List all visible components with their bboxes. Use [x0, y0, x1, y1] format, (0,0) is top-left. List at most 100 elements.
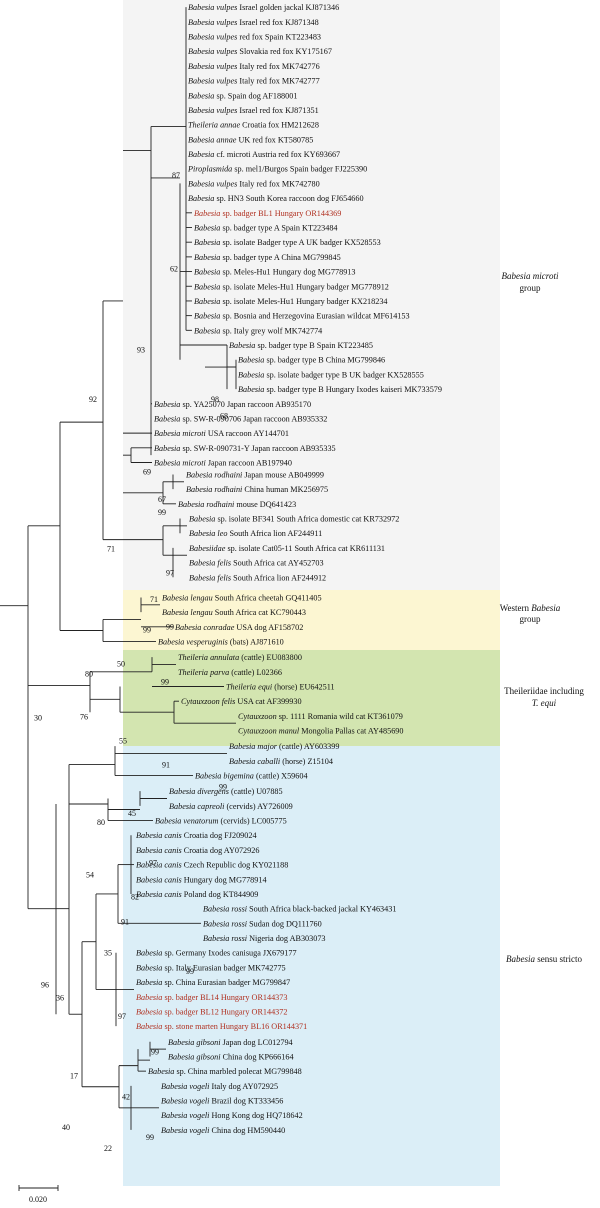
bootstrap-value: 99 — [166, 623, 174, 632]
bootstrap-value: 36 — [56, 993, 64, 1002]
bootstrap-value: 91 — [121, 917, 129, 926]
tip-label: Babesia vogeli Brazil dog KT333456 — [161, 1097, 283, 1106]
bootstrap-value: 99 — [151, 1048, 159, 1057]
tip-label: Babesia conradae USA dog AF158702 — [175, 623, 303, 632]
tip-label: Babesia sp. Germany Ixodes canisuga JX67… — [136, 949, 297, 958]
tip-label: Babesia venatorum (cervids) LC005775 — [155, 817, 287, 826]
bootstrap-value: 96 — [41, 981, 49, 990]
tip-label: Babesiidae sp. isolate Cat05-11 South Af… — [189, 544, 385, 553]
tip-label: Babesia sp. SW-R-090706 Japan raccoon AB… — [154, 414, 327, 423]
bootstrap-value: 93 — [137, 345, 145, 354]
bootstrap-value: 99 — [146, 1133, 154, 1142]
band-theileriidae — [123, 650, 500, 746]
tip-label: Babesia felis South Africa cat AY452703 — [189, 559, 324, 568]
bootstrap-value: 69 — [143, 467, 151, 476]
tip-label: Babesia vulpes Italy red fox MK742776 — [188, 62, 320, 71]
tip-label: Babesia canis Poland dog KT844909 — [136, 890, 258, 899]
tip-label: Babesia sp. SW-R-090731-Y Japan raccoon … — [154, 444, 336, 453]
bootstrap-value: 80 — [85, 669, 93, 678]
tip-label: Babesia sp. China Eurasian badger MG7998… — [136, 978, 290, 987]
scale-bar: 0.020 — [18, 1185, 59, 1204]
tree-edges — [0, 7, 237, 1130]
tip-label: Babesia sp. badger BL12 Hungary OR144372 — [136, 1007, 287, 1016]
group-label-sensu-stricto: Babesia sensu stricto — [506, 954, 582, 964]
tip-label: Babesia vulpes Slovakia red fox KY175167 — [188, 47, 332, 56]
bootstrap-value: 98 — [211, 395, 219, 404]
bootstrap-value: 45 — [128, 809, 136, 818]
tip-label: Babesia leo South Africa lion AF244911 — [189, 529, 322, 538]
tip-label: Babesia sp. badger type B China MG799846 — [238, 356, 385, 365]
tip-label: Babesia vulpes Israel golden jackal KJ87… — [188, 3, 339, 12]
tip-label: Babesia rossi South Africa black-backed … — [203, 905, 396, 914]
bootstrap-value: 71 — [150, 595, 158, 604]
tip-label: Babesia sp. badger type A China MG799845 — [194, 253, 341, 262]
bootstrap-value: 87 — [172, 171, 180, 180]
bootstrap-value: 80 — [97, 818, 105, 827]
bootstrap-value: 92 — [89, 395, 97, 404]
tip-label: Babesia sp. badger type A Spain KT223484 — [194, 224, 338, 233]
tip-label: Babesia sp. badger type B Hungary Ixodes… — [238, 385, 442, 394]
tip-label: Babesia annae UK red fox KT580785 — [188, 135, 313, 144]
tip-label: Theileria equi (horse) EU642511 — [226, 683, 335, 692]
tip-label: Babesia rodhaini China human MK256975 — [186, 485, 328, 494]
tip-label: Babesia sp. China marbled polecat MG7998… — [148, 1067, 302, 1076]
tip-label: Babesia lengau South Africa cheetah GQ41… — [162, 593, 322, 602]
tip-label: Babesia sp. HN3 South Korea raccoon dog … — [188, 194, 364, 203]
tip-label: Babesia sp. YA25070 Japan raccoon AB9351… — [154, 400, 311, 409]
tip-label: Babesia vulpes Israel red fox KJ871351 — [188, 106, 319, 115]
tip-label: Babesia rossi Sudan dog DQ111760 — [203, 919, 322, 928]
tip-label: Babesia caballi (horse) Z15104 — [229, 757, 333, 766]
tip-label: Babesia divergens (cattle) U07885 — [169, 787, 283, 796]
bootstrap-value: 97 — [118, 1012, 126, 1021]
tip-label: Babesia gibsoni China dog KP666164 — [168, 1052, 294, 1061]
tip-label: Theileria annae Croatia fox HM212628 — [188, 121, 319, 130]
tip-label: Babesia sp. badger BL14 Hungary OR144373 — [136, 993, 287, 1002]
tip-label: Babesia canis Croatia dog AY072926 — [136, 846, 259, 855]
tip-label: Theileria annulata (cattle) EU083800 — [178, 653, 302, 662]
tip-label: Babesia microti USA raccoon AY144701 — [154, 429, 289, 438]
tip-labels: Babesia vulpes Israel golden jackal KJ87… — [136, 3, 442, 1135]
tip-label: Theileria parva (cattle) L02366 — [178, 668, 282, 677]
group-label-theileriidae: Theileriidae including — [504, 686, 584, 696]
tip-label: Babesia sp. isolate Meles-Hu1 Hungary ba… — [194, 282, 389, 291]
bootstrap-value: 99 — [219, 782, 227, 791]
tip-label: Babesia capreoli (cervids) AY726009 — [169, 802, 293, 811]
tip-label: Cytauxzoon felis USA cat AF399930 — [181, 697, 302, 706]
bootstrap-value: 42 — [122, 1093, 130, 1102]
tip-label: Babesia canis Czech Republic dog KY02118… — [136, 861, 288, 870]
tip-label: Babesia vulpes Italy red fox MK742780 — [188, 179, 320, 188]
tip-label: Babesia lengau South Africa cat KC790443 — [162, 608, 306, 617]
tip-label: Babesia sp. stone marten Hungary BL16 OR… — [136, 1022, 307, 1031]
bootstrap-value: 68 — [220, 411, 228, 420]
tip-label: Babesia felis South Africa lion AF244912 — [189, 573, 326, 582]
tip-label: Babesia vesperuginis (bats) AJ871610 — [158, 638, 284, 647]
group-label-microti: group — [520, 283, 541, 293]
tip-label: Babesia rossi Nigeria dog AB303073 — [203, 934, 326, 943]
group-label-microti: Babesia microti — [502, 271, 559, 281]
tip-label: Babesia sp. isolate Meles-Hu1 Hungary ba… — [194, 297, 388, 306]
group-label-western: group — [520, 614, 541, 624]
bootstrap-value: 54 — [86, 870, 94, 879]
bootstrap-value: 76 — [80, 713, 88, 722]
tip-label: Babesia sp. badger type B Spain KT223485 — [229, 341, 373, 350]
scale-bar-label: 0.020 — [29, 1195, 47, 1204]
tip-label: Babesia microti Japan raccoon AB197940 — [154, 459, 292, 468]
bootstrap-value: 22 — [104, 1144, 112, 1153]
tip-label: Babesia bigemina (cattle) X59604 — [195, 772, 308, 781]
tip-label: Babesia sp. Spain dog AF188001 — [188, 91, 297, 100]
bootstrap-value: 50 — [117, 659, 125, 668]
tip-label: Babesia sp. Italy Eurasian badger MK7427… — [136, 963, 286, 972]
bootstrap-value: 40 — [62, 1123, 70, 1132]
group-label-western: Western Babesia — [500, 603, 561, 613]
tip-label: Babesia canis Croatia dog FJ209024 — [136, 831, 257, 840]
tip-label: Babesia vogeli Italy dog AY072925 — [161, 1082, 278, 1091]
bootstrap-value: 97 — [149, 859, 157, 868]
tip-label: Babesia gibsoni Japan dog LC012794 — [168, 1038, 293, 1047]
bootstrap-value: 99 — [143, 625, 151, 634]
bootstrap-value: 55 — [119, 736, 127, 745]
tip-label: Babesia vulpes red fox Spain KT223483 — [188, 33, 321, 42]
tip-label: Babesia rodhaini mouse DQ641423 — [178, 500, 296, 509]
tip-label: Babesia sp. isolate Badger type A UK bad… — [194, 238, 381, 247]
bootstrap-values: 8762939868926967997197719999508030997655… — [34, 171, 228, 1153]
